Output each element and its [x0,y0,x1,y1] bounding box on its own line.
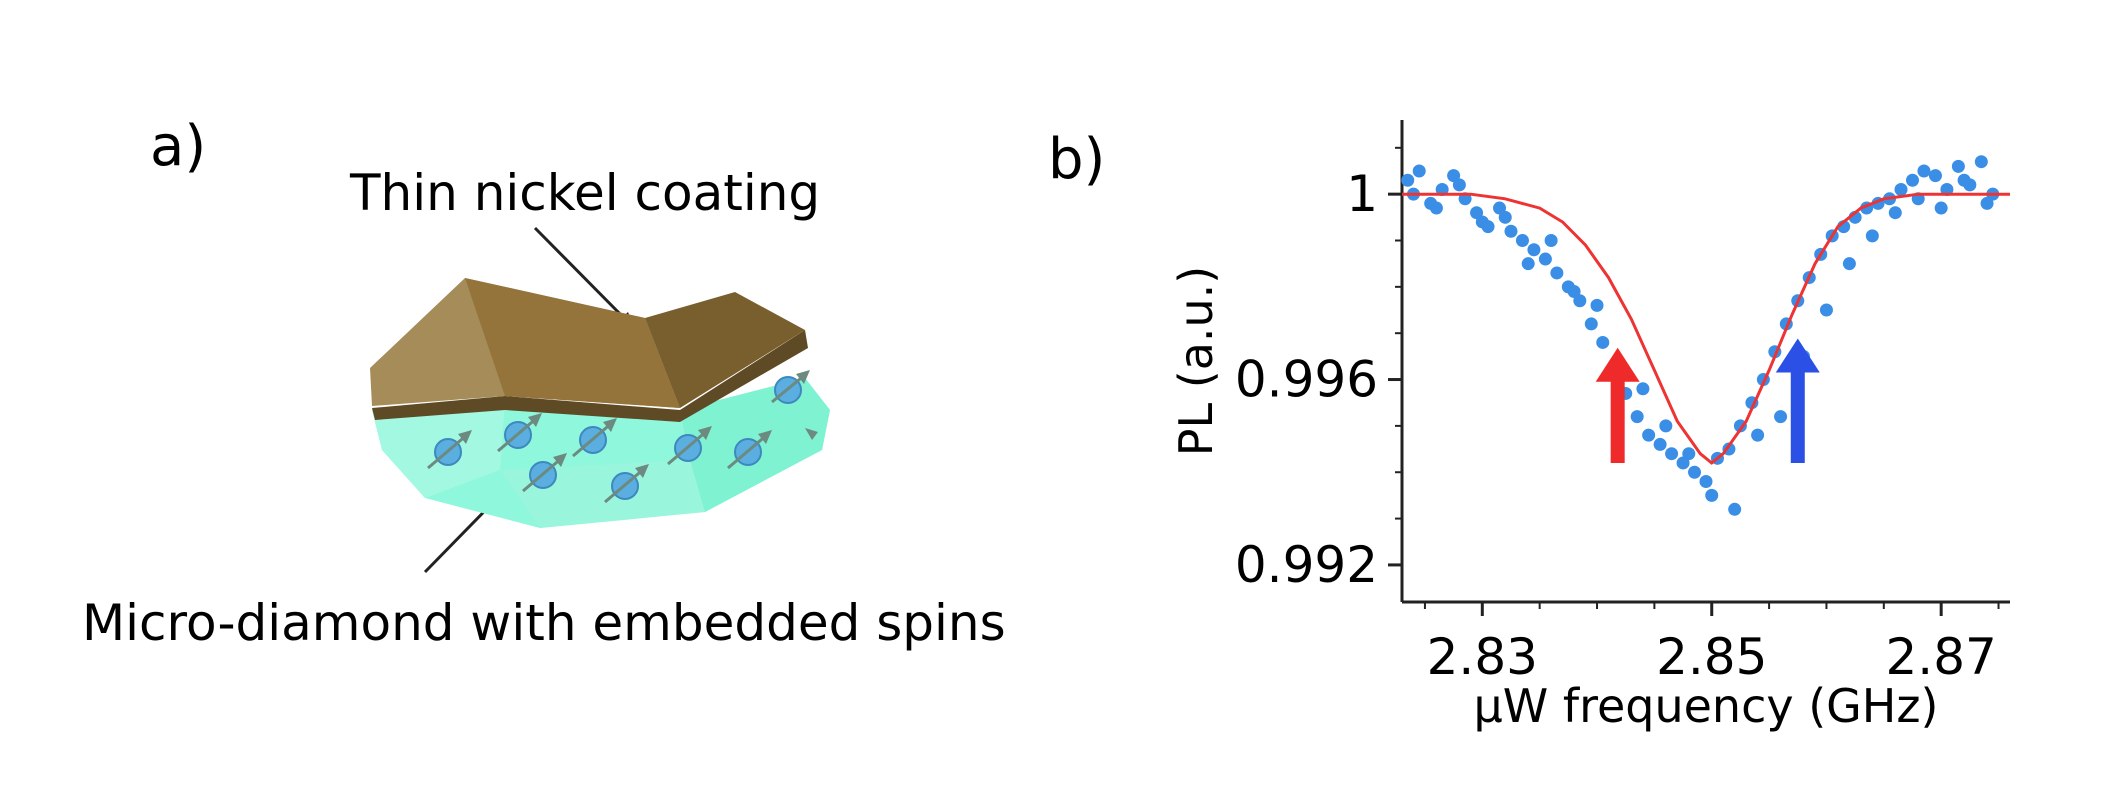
data-point [1550,266,1564,280]
y-tick-label: 0.992 [1235,536,1378,594]
spins [427,370,818,504]
data-point [1567,284,1581,298]
data-point [1865,229,1879,243]
red-arrow-head [1595,347,1640,382]
data-point [1498,210,1512,224]
data-point [1751,428,1765,442]
panel-a-label: a) [150,114,206,179]
data-point [1573,294,1587,308]
data-point [1928,169,1942,183]
data-point [1538,252,1552,266]
data-point [1774,410,1788,424]
data-point [1596,335,1610,349]
spin [572,418,617,458]
data-point [1515,234,1529,247]
x-tick-label: 2.87 [1886,628,1997,686]
panel-b-label: b) [1048,127,1105,192]
coating-leader-line [533,226,630,324]
data-point [1957,173,1971,187]
data-point [1980,196,1994,210]
data-point [1934,201,1948,215]
nickel-top-middle [465,278,680,408]
data-point [1452,178,1466,192]
blue-arrow-head [1775,338,1820,373]
data-point [1493,201,1507,215]
data-point [1636,382,1650,396]
nickel-edge [372,330,808,422]
data-point [1630,410,1644,424]
data-point [1590,298,1604,312]
data-point [1917,164,1931,178]
data-point [1544,234,1558,247]
data-point [1527,243,1541,257]
data-point [1682,447,1696,461]
data-point [1447,169,1461,183]
nickel-top-right [645,292,805,408]
data-point [1699,475,1713,488]
data-point [1894,183,1908,197]
panel-a: a) Thin nickel coating Micro-diamond wit… [82,114,1006,652]
spin [727,430,772,470]
data-point [1659,419,1673,433]
data-point [1974,155,1988,169]
data-point [1521,257,1535,271]
data-point [1905,173,1919,187]
data-point [1819,303,1833,317]
data-point [1401,173,1415,187]
y-tick-label: 0.996 [1235,351,1378,409]
data-point [1475,215,1489,229]
diamond-label: Micro-diamond with embedded spins [82,594,1006,652]
y-tick-label: 1 [1346,165,1378,223]
x-tick-label: 2.85 [1656,628,1767,686]
spin [771,370,810,404]
coating-label: Thin nickel coating [349,164,820,222]
x-axis-label: μW frequency (GHz) [1474,679,1939,733]
nickel-coating [370,278,808,422]
spin-arrow-tip [805,428,818,440]
spin [604,464,649,504]
data-point [1842,257,1856,271]
data-point [1504,224,1518,238]
data-point [1676,456,1690,470]
x-tick-label: 2.83 [1427,628,1538,686]
data-point [1653,437,1667,451]
data-point [1412,164,1426,178]
data-point [1705,488,1719,502]
spin [667,426,712,466]
resonance-chart: 2.83 2.85 2.87 0.992 0.996 1 μW frequency (GHz… [1169,120,2010,733]
spin [522,453,567,493]
spin [497,413,542,453]
fit-curve [1402,192,2010,465]
data-point [1688,465,1702,479]
data-point [1584,317,1598,331]
data-point [1429,201,1443,215]
spin [427,430,472,470]
panel-b: b) 2.83 2.85 2.87 0.992 0.996 1 μW frequency (… [1048,120,2010,733]
data-point [1665,447,1679,461]
data-point [1728,502,1742,516]
y-axis-label: PL (a.u.) [1169,266,1223,456]
data-point [1642,428,1656,442]
data-point [1470,206,1484,220]
data-point [1888,206,1902,220]
data-point [1951,159,1965,173]
